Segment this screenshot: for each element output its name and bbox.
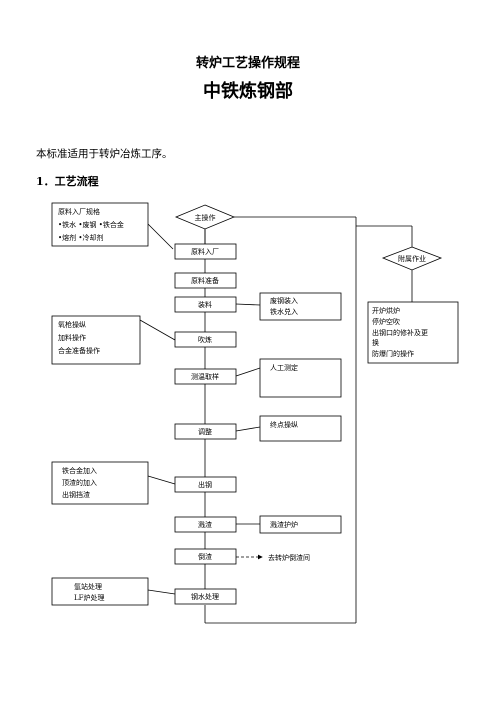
note-blowing-line-1: 氧枪操纵 — [58, 320, 86, 329]
note-slag-destination: 去转炉倒渣间 — [268, 553, 310, 562]
step-box-charging — [174, 296, 237, 313]
note-charging-line-2: 铁水兑入 — [270, 307, 298, 316]
step-label-tapping: 出钢 — [198, 480, 212, 489]
note-manual-measure: 人工测定 — [270, 363, 298, 372]
step-box-slag-dumping — [174, 548, 237, 565]
auxiliary-work-diamond: 附属作业 — [381, 246, 443, 271]
note-charging-line-1: 废钢装入 — [270, 296, 298, 305]
note-endpoint-control: 终点操纵 — [270, 420, 298, 429]
aux-note-line-3: 出钢口的修补及更 — [372, 328, 428, 337]
step-box-raw-material-entry — [174, 243, 237, 260]
step-label-slag-dumping: 倒渣 — [198, 552, 212, 561]
step-box-steel-treatment — [174, 588, 237, 605]
note-blowing-line-3: 合金准备操作 — [58, 346, 100, 355]
main-operation-diamond: 主操作 — [174, 204, 236, 230]
note-treatment-line-2: LF炉处理 — [74, 593, 105, 602]
auxiliary-work-label: 附属作业 — [398, 254, 426, 263]
note-tapping-line-1: 铁合金加入 — [62, 466, 97, 475]
step-label-adjust: 调整 — [198, 427, 212, 436]
note-box-raw-material-specs — [51, 202, 149, 247]
step-label-raw-material-entry: 原料入厂 — [191, 247, 219, 256]
step-box-blowing — [174, 331, 237, 348]
step-box-temp-sampling — [174, 368, 237, 385]
document-title: 转炉工艺操作规程 — [195, 56, 300, 71]
note-box-treatment — [51, 577, 149, 606]
intro-text: 本标准适用于转炉冶炼工序。 — [36, 148, 173, 160]
note-splash-protection: 溅渣护炉 — [270, 520, 298, 529]
step-box-adjust — [174, 423, 237, 440]
note-raw-material-line-2: •铁水 •废钢 •铁合金 — [58, 220, 124, 229]
document-subtitle: 中铁炼钢部 — [203, 81, 293, 102]
step-label-splashing: 溅渣 — [198, 520, 212, 529]
section-heading: 1．工艺流程 — [36, 175, 99, 188]
aux-note-line-4: 换 — [372, 338, 379, 347]
note-raw-material-line-1: 原料入厂规格 — [58, 207, 100, 216]
note-tapping-line-3: 出钢挡渣 — [62, 490, 90, 499]
note-treatment-line-1: 氩站处理 — [74, 582, 102, 591]
note-box-charging — [259, 292, 342, 321]
note-box-endpoint-control — [259, 415, 342, 442]
aux-note-line-2: 停炉空吹 — [372, 317, 400, 326]
main-operation-label: 主操作 — [195, 213, 216, 222]
step-label-steel-treatment: 钢水处理 — [191, 592, 219, 601]
step-label-blowing: 吹炼 — [198, 335, 212, 344]
step-box-splashing — [174, 516, 237, 533]
note-blowing-line-2: 加料操作 — [58, 333, 86, 342]
note-box-auxiliary-tasks — [367, 301, 459, 364]
aux-note-line-1: 开炉烘炉 — [372, 306, 400, 315]
aux-note-line-5: 防爆门的操作 — [372, 349, 414, 358]
step-label-temp-sampling: 测温取样 — [191, 372, 219, 381]
note-box-blowing-ops — [51, 315, 141, 365]
note-raw-material-line-3: •熔剂 •冷却剂 — [58, 233, 103, 242]
step-box-tapping — [174, 476, 237, 493]
note-box-tapping-ops — [51, 461, 149, 505]
step-box-raw-material-prep — [174, 272, 237, 289]
note-tapping-line-2: 顶渣的加入 — [62, 478, 97, 487]
step-label-charging: 装料 — [198, 300, 212, 309]
step-label-raw-material-prep: 原料准备 — [191, 276, 219, 285]
note-box-splash-protection — [259, 515, 342, 534]
note-box-manual-measure — [259, 358, 342, 398]
